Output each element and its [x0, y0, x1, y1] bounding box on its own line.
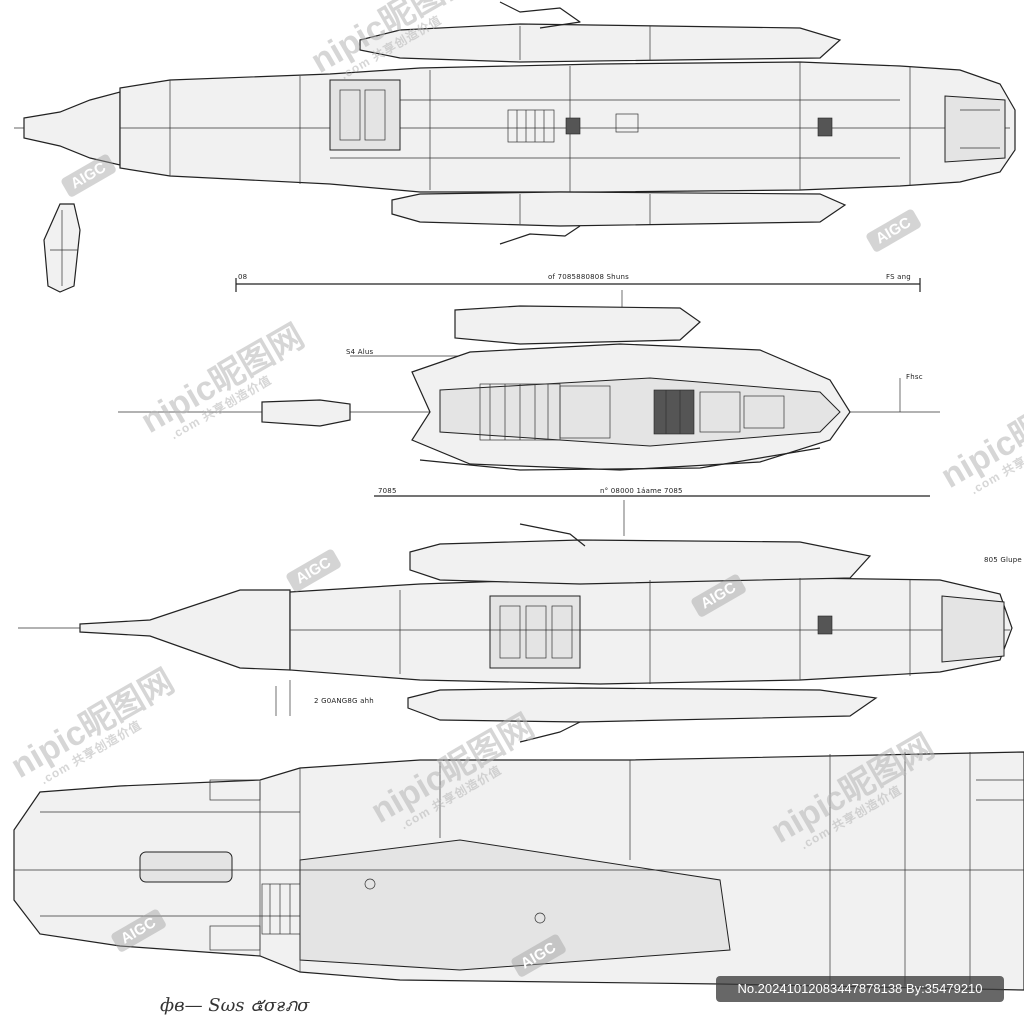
- dimension-line-top: [235, 278, 921, 292]
- ship-profile-view: [18, 523, 1013, 743]
- dimension-line-middle: [374, 495, 930, 536]
- small-craft-icon: [43, 203, 81, 293]
- ruler-label-right: FS ang: [886, 273, 911, 281]
- ruler-label-center-2: n° 08000 1áame 7085: [600, 487, 683, 495]
- artist-signature: фв— Sωѕ ๕σғภσ: [160, 995, 310, 1016]
- ruler-label-center: of 7085880808 Shuns: [548, 273, 629, 281]
- ruler-label-left: 08: [238, 273, 248, 281]
- callout-right: Fhsc: [906, 373, 923, 381]
- ruler-label-left-2: 7085: [378, 487, 397, 495]
- callout-profile-bottom: 2 G0ANG8G ahh: [314, 697, 374, 705]
- callout-profile: 805 Glupe: [984, 556, 1022, 564]
- callout-left: S4 Alus: [346, 348, 374, 356]
- ship-closeup-view: [13, 751, 1024, 991]
- image-id-badge: No.20241012083447878138 By:35479210: [716, 976, 1004, 1002]
- ship-cutaway-view: [118, 290, 940, 471]
- ship-top-view: [14, 1, 1016, 245]
